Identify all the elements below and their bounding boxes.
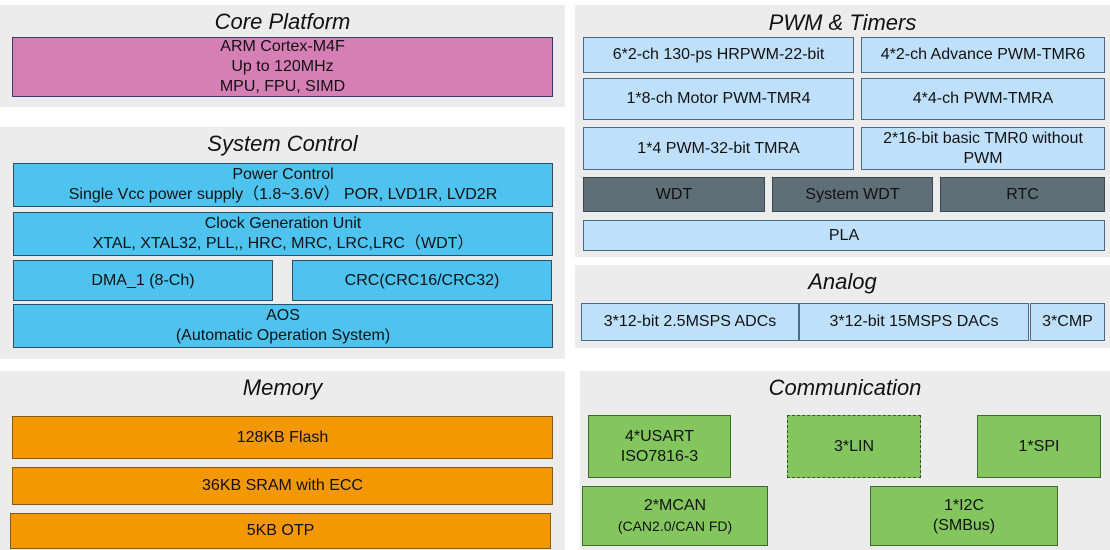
dac-block: 3*12-bit 15MSPS DACs xyxy=(799,303,1029,341)
tmr6-block: 4*2-ch Advance PWM-TMR6 xyxy=(861,37,1105,73)
flash-block: 128KB Flash xyxy=(12,416,553,459)
cpu-frequency: Up to 120MHz xyxy=(231,58,334,75)
usart-detail: ISO7816-3 xyxy=(620,447,699,465)
wdt-label: WDT xyxy=(655,185,693,203)
system-wdt-label: System WDT xyxy=(805,185,900,203)
flash-label: 128KB Flash xyxy=(236,428,329,446)
tmra-block: 4*4-ch PWM-TMRA xyxy=(861,78,1105,120)
crc-label: CRC(CRC16/CRC32) xyxy=(344,271,500,289)
communication-panel: Communication 4*USART ISO7816-3 3*LIN 1*… xyxy=(580,371,1110,550)
lin-block: 3*LIN xyxy=(787,415,921,478)
tmr6-label: 4*2-ch Advance PWM-TMR6 xyxy=(880,46,1086,63)
pla-label: PLA xyxy=(828,226,860,244)
system-control-panel: System Control Power Control Single Vcc … xyxy=(0,127,565,359)
hrpwm-block: 6*2-ch 130-ps HRPWM-22-bit xyxy=(583,37,854,73)
otp-block: 5KB OTP xyxy=(10,513,551,549)
sram-label: 36KB SRAM with ECC xyxy=(202,477,363,494)
mcan-detail: (CAN2.0/CAN FD) xyxy=(617,518,733,534)
aos-detail: (Automatic Operation System) xyxy=(175,327,391,344)
spi-block: 1*SPI xyxy=(977,415,1101,478)
system-control-title: System Control xyxy=(207,131,358,156)
adc-label: 3*12-bit 2.5MSPS ADCs xyxy=(603,313,777,330)
dma-block: DMA_1 (8-Ch) xyxy=(13,260,273,301)
tmr4-label: 1*8-ch Motor PWM-TMR4 xyxy=(626,90,811,107)
tmra-label: 4*4-ch PWM-TMRA xyxy=(912,90,1054,107)
cpu-name: ARM Cortex-M4F xyxy=(220,38,345,55)
rtc-label: RTC xyxy=(1006,185,1039,203)
analog-panel: Analog 3*12-bit 2.5MSPS ADCs 3*12-bit 15… xyxy=(575,265,1110,348)
power-control-label: Power Control xyxy=(232,166,334,183)
tmr4-block: 1*8-ch Motor PWM-TMR4 xyxy=(583,78,854,120)
aos-block: AOS (Automatic Operation System) xyxy=(13,304,553,348)
core-platform-title: Core Platform xyxy=(214,9,351,34)
communication-title: Communication xyxy=(768,375,922,400)
mcan-label: 2*MCAN xyxy=(643,497,707,514)
sram-block: 36KB SRAM with ECC xyxy=(12,467,553,505)
tmr0-label: 2*16-bit basic TMR0 without PWM xyxy=(883,129,1083,167)
clock-generation-block: Clock Generation Unit XTAL, XTAL32, PLL,… xyxy=(13,212,553,256)
core-platform-panel: Core Platform ARM Cortex-M4F Up to 120MH… xyxy=(0,5,565,107)
mcan-block: 2*MCAN (CAN2.0/CAN FD) xyxy=(582,486,768,546)
analog-title: Analog xyxy=(808,269,877,294)
clock-generation-label: Clock Generation Unit xyxy=(204,215,362,232)
dma-label: DMA_1 (8-Ch) xyxy=(91,271,195,289)
wdt-block: WDT xyxy=(583,177,765,212)
pwm-timers-panel: PWM & Timers 6*2-ch 130-ps HRPWM-22-bit … xyxy=(575,5,1110,257)
pla-block: PLA xyxy=(583,220,1105,251)
power-control-detail: Single Vcc power supply（1.8~3.6V） POR, L… xyxy=(68,186,498,203)
dac-label: 3*12-bit 15MSPS DACs xyxy=(829,313,999,330)
i2c-block: 1*I2C (SMBus) xyxy=(870,486,1058,546)
hrpwm-label: 6*2-ch 130-ps HRPWM-22-bit xyxy=(612,46,825,63)
usart-label: 4*USART xyxy=(624,427,695,445)
cmp-label: 3*CMP xyxy=(1042,313,1093,330)
aos-label: AOS xyxy=(266,307,300,324)
i2c-detail: (SMBus) xyxy=(932,517,996,534)
crc-block: CRC(CRC16/CRC32) xyxy=(292,260,552,301)
pwm-timers-title: PWM & Timers xyxy=(768,10,917,35)
i2c-label: 1*I2C xyxy=(943,497,985,514)
spi-label: 1*SPI xyxy=(1018,437,1060,455)
usart-block: 4*USART ISO7816-3 xyxy=(588,415,731,478)
otp-label: 5KB OTP xyxy=(246,522,315,539)
memory-title: Memory xyxy=(242,375,323,400)
rtc-block: RTC xyxy=(940,177,1105,212)
clock-generation-detail: XTAL, XTAL32, PLL,, HRC, MRC, LRC,LRC（WD… xyxy=(92,235,474,252)
lin-label: 3*LIN xyxy=(833,437,875,455)
system-wdt-block: System WDT xyxy=(772,177,933,212)
tmra-32bit-block: 1*4 PWM-32-bit TMRA xyxy=(583,127,854,170)
memory-panel: Memory 128KB Flash 36KB SRAM with ECC 5K… xyxy=(0,371,565,550)
cpu-block: ARM Cortex-M4F Up to 120MHz MPU, FPU, SI… xyxy=(12,37,553,97)
cpu-features: MPU, FPU, SIMD xyxy=(219,78,346,95)
power-control-block: Power Control Single Vcc power supply（1.… xyxy=(13,163,553,207)
adc-block: 3*12-bit 2.5MSPS ADCs xyxy=(581,303,799,341)
tmr0-block: 2*16-bit basic TMR0 without PWM xyxy=(861,127,1105,170)
cmp-block: 3*CMP xyxy=(1030,303,1105,341)
tmra-32bit-label: 1*4 PWM-32-bit TMRA xyxy=(637,139,800,157)
